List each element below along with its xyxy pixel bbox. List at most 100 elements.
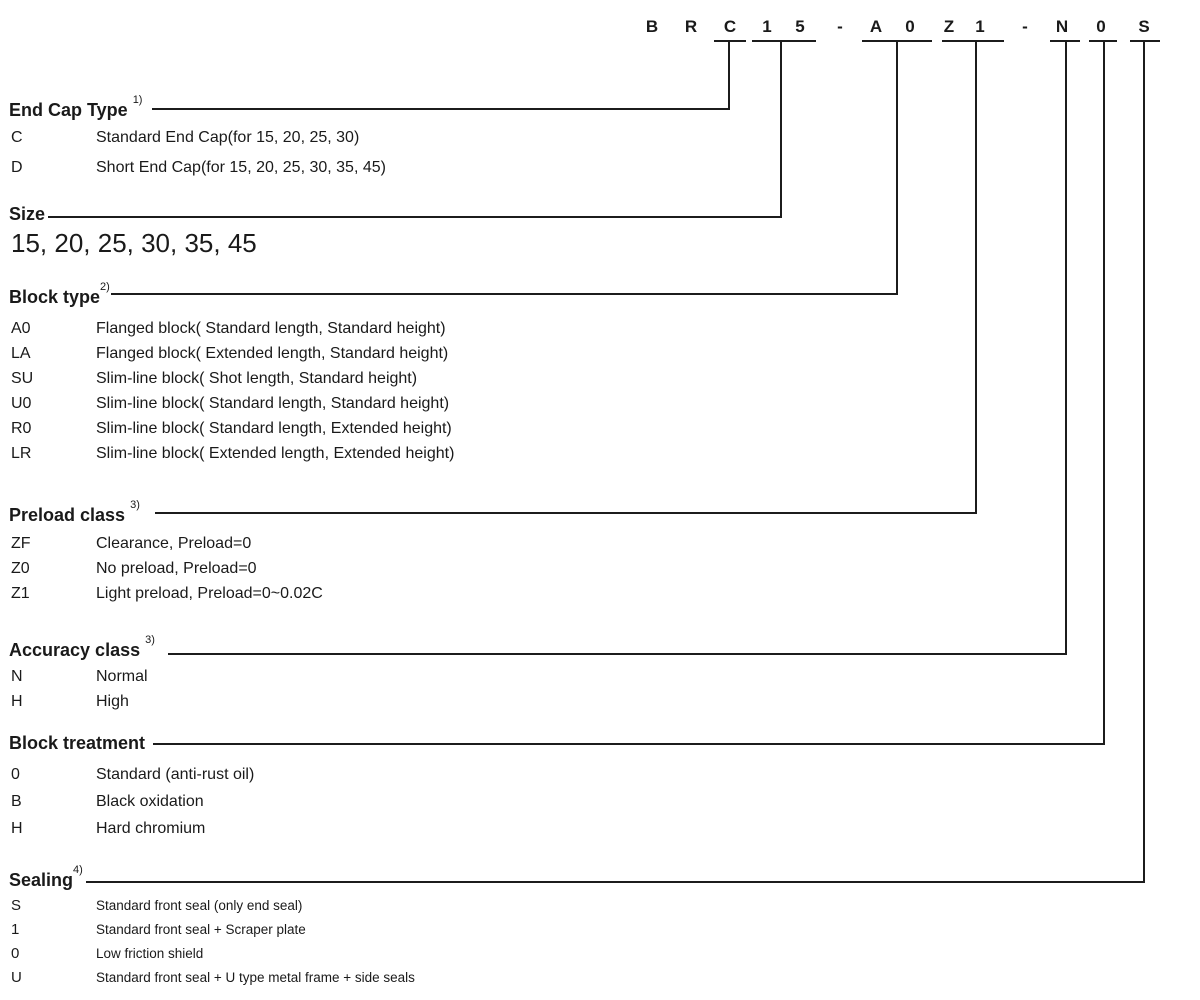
option-row: H High: [11, 689, 831, 714]
code-char: 5: [795, 17, 805, 36]
option-desc: Standard End Cap(for 15, 20, 25, 30): [96, 129, 360, 146]
option-code: LR: [11, 445, 32, 462]
connector-vertical-block-type: [896, 42, 898, 295]
connector-vertical-treatment: [1103, 42, 1105, 745]
option-desc: Standard (anti-rust oil): [96, 766, 255, 783]
underline-preload-segment: [942, 40, 1004, 42]
option-code: SU: [11, 370, 34, 387]
code-char: B: [645, 17, 659, 36]
option-desc: Flanged block( Extended length, Standard…: [96, 345, 449, 362]
code-char: A: [869, 17, 883, 36]
option-row: U Standard front seal + U type metal fra…: [11, 966, 831, 990]
option-code: N: [11, 668, 23, 685]
option-desc: Hard chromium: [96, 820, 206, 837]
leader-line-block-type: [111, 293, 898, 295]
option-row: 0 Standard (anti-rust oil): [11, 761, 831, 788]
option-row: B Black oxidation: [11, 788, 831, 815]
leader-line-accuracy: [168, 653, 1067, 655]
option-code: LA: [11, 345, 31, 362]
code-char: C: [723, 17, 737, 36]
option-list-sealing: S Standard front seal (only end seal) 1 …: [11, 894, 831, 990]
footnote-marker: 1): [132, 94, 143, 106]
option-desc: Normal: [96, 668, 148, 685]
underline-treatment-segment: [1089, 40, 1117, 42]
option-row: D Short End Cap(for 15, 20, 25, 30, 35, …: [11, 153, 831, 183]
option-code: 0: [11, 766, 20, 783]
section-heading-end-cap-type: End Cap Type 1): [9, 94, 143, 121]
leader-line-treatment: [153, 743, 1105, 745]
leader-line-preload: [155, 512, 977, 514]
connector-vertical-sealing: [1143, 42, 1145, 883]
option-code: ZF: [11, 535, 31, 552]
option-list-preload-class: ZF Clearance, Preload=0 Z0 No preload, P…: [11, 531, 831, 606]
option-code: C: [11, 129, 23, 146]
leader-line-sealing: [86, 881, 1145, 883]
size-values: 15, 20, 25, 30, 35, 45: [11, 228, 257, 258]
code-char: N: [1055, 17, 1069, 36]
connector-vertical-end-cap: [728, 42, 730, 110]
section-heading-size: Size: [9, 204, 45, 225]
section-heading-block-type: Block type2): [9, 281, 110, 308]
section-title: Sealing: [9, 870, 74, 890]
option-desc: Slim-line block( Extended length, Extend…: [96, 445, 455, 462]
option-code: Z0: [11, 560, 30, 577]
underline-size-segment: [752, 40, 816, 42]
option-desc: Light preload, Preload=0~0.02C: [96, 585, 323, 602]
section-title: Block type: [9, 287, 101, 307]
option-desc: Short End Cap(for 15, 20, 25, 30, 35, 45…: [96, 159, 386, 176]
option-code: 0: [11, 945, 20, 962]
option-code: H: [11, 820, 23, 837]
option-code: 1: [11, 921, 20, 938]
option-row: SU Slim-line block( Shot length, Standar…: [11, 366, 831, 391]
section-heading-preload-class: Preload class 3): [9, 499, 140, 526]
underline-sealing-segment: [1130, 40, 1160, 42]
code-char: 0: [905, 17, 915, 36]
option-desc: Clearance, Preload=0: [96, 535, 252, 552]
option-desc: Slim-line block( Standard length, Standa…: [96, 395, 450, 412]
option-desc: Slim-line block( Shot length, Standard h…: [96, 370, 418, 387]
section-title: Preload class: [9, 505, 126, 525]
option-desc: Standard front seal (only end seal): [96, 898, 303, 913]
code-char: S: [1138, 17, 1150, 36]
option-row: N Normal: [11, 664, 831, 689]
option-desc: Slim-line block( Standard length, Extend…: [96, 420, 452, 437]
option-desc: Standard front seal + U type metal frame…: [96, 970, 415, 985]
option-code: U0: [11, 395, 32, 412]
option-row: 1 Standard front seal + Scraper plate: [11, 918, 831, 942]
option-desc: Standard front seal + Scraper plate: [96, 922, 306, 937]
option-row: R0 Slim-line block( Standard length, Ext…: [11, 416, 831, 441]
option-row: H Hard chromium: [11, 815, 831, 842]
code-separator: -: [1022, 17, 1028, 36]
option-code: Z1: [11, 585, 30, 602]
option-row: 0 Low friction shield: [11, 942, 831, 966]
connector-vertical-size: [780, 42, 782, 218]
option-desc: Low friction shield: [96, 946, 204, 961]
option-row: LR Slim-line block( Extended length, Ext…: [11, 441, 831, 466]
section-title: Size: [9, 204, 46, 224]
section-title: Accuracy class: [9, 640, 141, 660]
option-code: U: [11, 969, 22, 986]
option-row: ZF Clearance, Preload=0: [11, 531, 831, 556]
code-char: 1: [762, 17, 772, 36]
footnote-marker: 3): [130, 499, 140, 511]
underline-accuracy-segment: [1050, 40, 1080, 42]
code-char: R: [684, 17, 698, 36]
option-code: A0: [11, 320, 31, 337]
code-char: Z: [943, 17, 955, 36]
option-row: LA Flanged block( Extended length, Stand…: [11, 341, 831, 366]
section-title: End Cap Type: [9, 100, 128, 120]
option-list-block-treatment: 0 Standard (anti-rust oil) B Black oxida…: [11, 761, 831, 842]
underline-end-cap-segment: [714, 40, 746, 42]
leader-line-size: [48, 216, 782, 218]
footnote-marker: 4): [73, 864, 83, 876]
option-row: C Standard End Cap(for 15, 20, 25, 30): [11, 123, 831, 153]
option-desc: Black oxidation: [96, 793, 204, 810]
section-heading-sealing: Sealing4): [9, 864, 83, 891]
option-desc: Flanged block( Standard length, Standard…: [96, 320, 446, 337]
code-separator: -: [837, 17, 843, 36]
option-desc: High: [96, 693, 129, 710]
option-code: D: [11, 159, 23, 176]
option-list-block-type: A0 Flanged block( Standard length, Stand…: [11, 316, 831, 466]
